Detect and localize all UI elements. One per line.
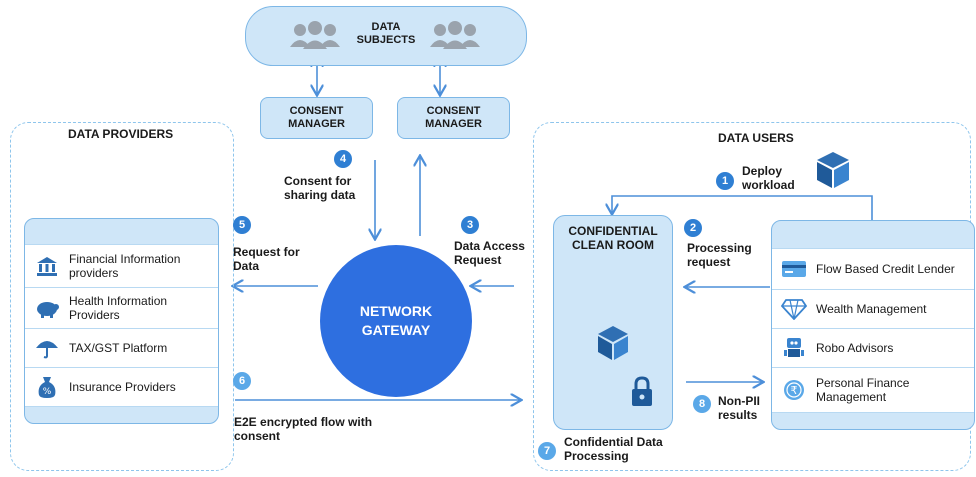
robot-icon [784, 338, 804, 357]
svg-text:₹: ₹ [791, 384, 798, 397]
container-cube-icon [817, 152, 849, 188]
consent-manager-label: CONSENT MANAGER [425, 104, 482, 130]
user-label: Robo Advisors [816, 340, 894, 355]
user-item: ₹ Personal Finance Management [772, 367, 974, 413]
provider-label: TAX/GST Platform [69, 340, 168, 355]
user-item: Robo Advisors [772, 328, 974, 368]
consent-manager-label: CONSENT MANAGER [288, 104, 345, 130]
step-label: E2E encrypted flow with consent [234, 415, 373, 444]
step-label: Request for Data [233, 245, 300, 274]
step-badge: 6 [233, 372, 251, 390]
step-badge: 8 [693, 395, 711, 413]
gateway-label: NETWORK GATEWAY [359, 303, 433, 338]
provider-item: TAX/GST Platform [25, 328, 218, 368]
provider-item: % Insurance Providers [25, 367, 218, 407]
step-badge: 2 [684, 219, 702, 237]
provider-label: Financial Information providers [69, 251, 181, 280]
container-cube-icon [598, 326, 628, 360]
user-label: Personal Finance Management [816, 375, 910, 404]
provider-label: Health Information Providers [69, 293, 168, 322]
provider-item: Financial Information providers [25, 244, 218, 288]
step-label: Non-PII results [718, 394, 760, 423]
step-badge: 5 [233, 216, 251, 234]
data-subjects-label: DATA SUBJECTS [356, 21, 416, 47]
provider-label: Insurance Providers [69, 379, 176, 394]
data-providers-panel: Financial Information providers Health I… [24, 218, 219, 424]
step-label: Data Access Request [454, 239, 525, 268]
step-badge: 7 [538, 442, 556, 460]
piggy-bank-icon [37, 302, 59, 318]
people-group-icon [290, 21, 340, 49]
step-label: Consent for sharing data [284, 174, 356, 203]
svg-text:%: % [43, 387, 52, 397]
network-gateway: NETWORK GATEWAY [320, 245, 472, 397]
data-providers-region [10, 122, 234, 471]
user-item: Flow Based Credit Lender [772, 248, 974, 290]
step-label: Confidential Data Processing [564, 435, 663, 464]
money-bag-icon: % [38, 377, 56, 398]
data-subjects-pill: DATA SUBJECTS [245, 6, 527, 66]
diamond-icon [781, 299, 807, 320]
step-badge: 3 [461, 216, 479, 234]
consent-manager-box: CONSENT MANAGER [260, 97, 373, 139]
data-users-panel: Flow Based Credit Lender Wealth Manageme… [771, 220, 975, 430]
user-label: Wealth Management [816, 301, 927, 316]
provider-item: Health Information Providers [25, 287, 218, 329]
lock-icon [632, 376, 652, 406]
step-label: Deploy workload [742, 164, 795, 193]
umbrella-icon [36, 341, 58, 359]
bank-icon [37, 257, 57, 276]
clean-room-panel: CONFIDENTIAL CLEAN ROOM [553, 215, 673, 430]
user-label: Flow Based Credit Lender [816, 261, 955, 276]
rupee-coin-icon: ₹ [784, 380, 804, 400]
people-group-icon [430, 21, 480, 49]
data-users-title: DATA USERS [718, 131, 794, 145]
credit-card-icon [782, 261, 806, 277]
step-label: Processing request [687, 241, 752, 270]
step-badge: 4 [334, 150, 352, 168]
user-item: Wealth Management [772, 289, 974, 329]
consent-manager-box: CONSENT MANAGER [397, 97, 510, 139]
data-providers-title: DATA PROVIDERS [68, 127, 174, 141]
step-badge: 1 [716, 172, 734, 190]
clean-room-label: CONFIDENTIAL CLEAN ROOM [568, 224, 658, 253]
